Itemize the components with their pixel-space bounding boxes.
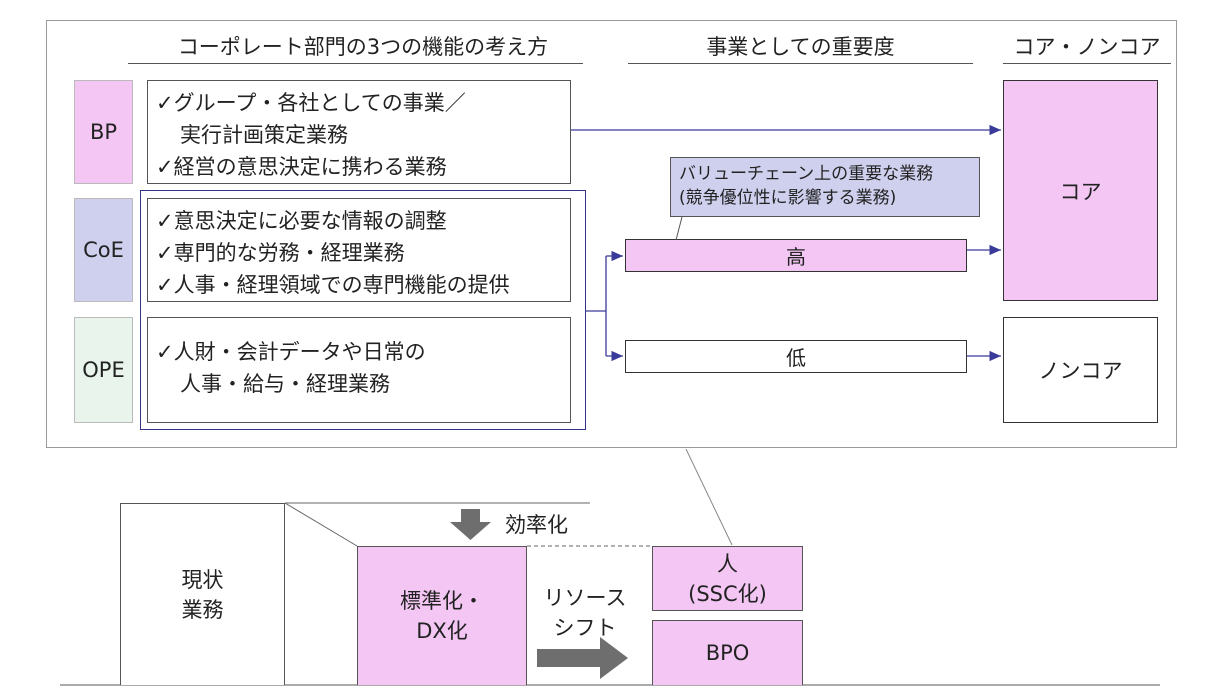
bp-description: ✓グループ・各社としての事業／ 実行計画策定業務 ✓経営の意思決定に携わる業務 bbox=[147, 80, 571, 184]
header-core-underline bbox=[1003, 63, 1171, 64]
header-core: コア・ノンコア bbox=[1013, 35, 1161, 59]
current-line-2: 業務 bbox=[181, 597, 224, 622]
callout-line-2: (競争優位性に影響する業務) bbox=[679, 188, 897, 208]
role-tag-bp: BP bbox=[74, 80, 133, 184]
coe-ope-group bbox=[140, 190, 586, 430]
right-arrow-icon bbox=[537, 637, 628, 679]
outcome-core: コア bbox=[1003, 80, 1158, 301]
ope-line-1: ✓人財・会計データや日常の bbox=[156, 340, 426, 364]
down-arrow-icon bbox=[450, 509, 491, 540]
callout-line-1: バリューチェーン上の重要な業務 bbox=[679, 164, 934, 184]
shift-line-1: リソース bbox=[543, 586, 627, 610]
efficiency-label: 効率化 bbox=[505, 513, 568, 537]
header-functions-underline bbox=[128, 63, 583, 64]
callout-box: バリューチェーン上の重要な業務 (競争優位性に影響する業務) bbox=[670, 157, 980, 217]
outcome-noncore: ノンコア bbox=[1003, 317, 1158, 423]
role-tag-coe: CoE bbox=[74, 198, 133, 302]
header-functions: コーポレート部門の3つの機能の考え方 bbox=[177, 35, 549, 59]
people-line-2: (SSC化) bbox=[688, 581, 767, 606]
ope-line-2: 人事・給与・経理業務 bbox=[180, 372, 390, 396]
shift-line-2: シフト bbox=[553, 616, 617, 640]
coe-description: ✓意思決定に必要な情報の調整 ✓専門的な労務・経理業務 ✓人事・経理領域での専門… bbox=[147, 198, 571, 302]
ope-description: ✓人財・会計データや日常の 人事・給与・経理業務 bbox=[147, 317, 571, 423]
callout-pointer bbox=[675, 216, 683, 241]
coe-line-1: ✓意思決定に必要な情報の調整 bbox=[156, 209, 447, 233]
people-ssc-box: 人 (SSC化) bbox=[652, 546, 803, 611]
standardize-line-1: 標準化・ bbox=[400, 589, 484, 613]
current-line-1: 現状 bbox=[181, 567, 224, 592]
perspective-line bbox=[284, 502, 358, 547]
people-line-1: 人 bbox=[717, 551, 738, 576]
level-high: 高 bbox=[625, 239, 967, 272]
header-importance: 事業としての重要度 bbox=[706, 35, 895, 59]
role-tag-ope: OPE bbox=[74, 317, 133, 423]
zoom-connector bbox=[685, 448, 733, 546]
resource-shift-label: リソース シフト bbox=[535, 583, 635, 643]
coe-line-3: ✓人事・経理領域での専門機能の提供 bbox=[156, 273, 510, 297]
current-work-box: 現状 業務 bbox=[120, 503, 285, 685]
bpo-box: BPO bbox=[652, 620, 803, 685]
bp-line-1: ✓グループ・各社としての事業／ bbox=[156, 91, 466, 115]
bp-line-2: 実行計画策定業務 bbox=[180, 123, 348, 147]
level-low: 低 bbox=[625, 340, 967, 373]
coe-line-2: ✓専門的な労務・経理業務 bbox=[156, 241, 405, 265]
header-importance-underline bbox=[628, 63, 973, 64]
standardize-box: 標準化・ DX化 bbox=[357, 546, 527, 685]
standardize-line-2: DX化 bbox=[416, 619, 468, 643]
bp-line-3: ✓経営の意思決定に携わる業務 bbox=[156, 155, 447, 179]
